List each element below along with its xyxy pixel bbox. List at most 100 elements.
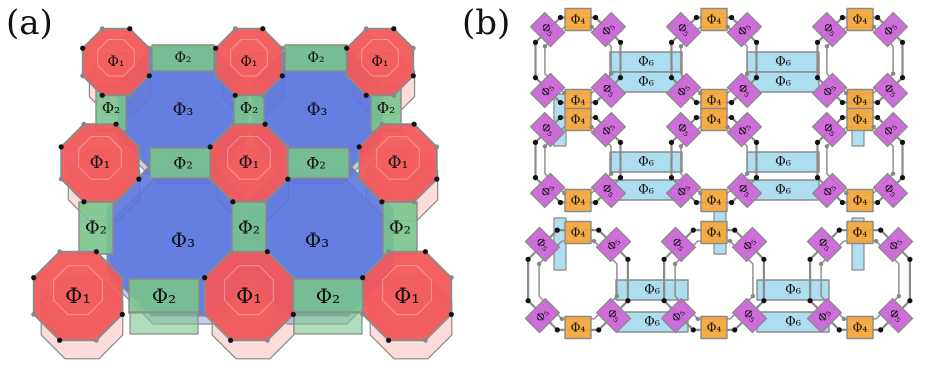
octagon-label: Φ₁ bbox=[394, 284, 420, 308]
vertex bbox=[99, 26, 105, 32]
orange-face bbox=[846, 188, 874, 213]
vertex bbox=[690, 327, 696, 333]
vertex bbox=[873, 238, 879, 244]
magenta-group: Φ₅ bbox=[726, 72, 763, 109]
vertex bbox=[344, 73, 350, 79]
magenta-group: Φ₅ bbox=[811, 172, 848, 209]
vertex bbox=[744, 171, 750, 176]
orange-face bbox=[700, 7, 728, 32]
magenta-face bbox=[529, 172, 566, 209]
vertex bbox=[230, 121, 236, 127]
octagon-inner-edge bbox=[230, 38, 268, 77]
magenta-face bbox=[731, 226, 768, 263]
vertex bbox=[729, 99, 735, 106]
magenta-group: Φ₅ bbox=[806, 226, 843, 263]
orange-face bbox=[564, 107, 592, 132]
vertex bbox=[532, 75, 539, 81]
square-face bbox=[128, 278, 200, 314]
square-label: Φ₂ bbox=[102, 99, 120, 117]
vertex bbox=[836, 327, 842, 333]
vertex bbox=[753, 75, 760, 81]
vertex bbox=[753, 39, 760, 46]
magenta-group: Φ₅ bbox=[529, 72, 566, 109]
magenta-face bbox=[665, 11, 702, 48]
octagon-inner-edge bbox=[382, 265, 432, 316]
blue-label: Φ₆ bbox=[638, 155, 654, 170]
vertex bbox=[617, 175, 624, 181]
magenta-group: Φ₅ bbox=[529, 111, 566, 148]
vertex bbox=[411, 121, 417, 127]
vertex bbox=[836, 227, 842, 233]
vertex bbox=[448, 275, 454, 280]
magenta-face bbox=[877, 226, 914, 263]
vertex bbox=[360, 312, 366, 317]
magenta-group: Φ₅ bbox=[590, 72, 627, 109]
vertex bbox=[557, 99, 564, 106]
large-octagon-label: Φ₃ bbox=[307, 100, 328, 120]
magenta-face bbox=[595, 226, 632, 263]
orange-label: Φ₄ bbox=[853, 93, 868, 107]
orange-label: Φ₄ bbox=[707, 113, 722, 127]
vertex bbox=[146, 45, 152, 51]
octagon-label: Φ₁ bbox=[371, 54, 388, 70]
vertex bbox=[264, 249, 270, 255]
vertex bbox=[907, 256, 913, 262]
blue-label: Φ₆ bbox=[638, 183, 654, 198]
vertex bbox=[591, 238, 597, 244]
square-label: Φ₂ bbox=[174, 50, 191, 66]
square-label: Φ₂ bbox=[240, 99, 258, 117]
orange-face bbox=[564, 315, 592, 340]
blue-label: Φ₆ bbox=[775, 75, 791, 90]
blue-label: Φ₆ bbox=[785, 315, 801, 330]
vertex bbox=[391, 92, 397, 98]
vertex bbox=[732, 227, 738, 233]
orange-label: Φ₄ bbox=[707, 193, 722, 207]
square-face-back bbox=[129, 311, 199, 335]
magenta-face bbox=[590, 111, 627, 148]
vertex bbox=[617, 75, 624, 81]
blue-label: Φ₆ bbox=[785, 283, 801, 298]
magenta-face bbox=[806, 297, 843, 334]
magenta-face bbox=[811, 111, 848, 148]
vertex bbox=[136, 144, 142, 150]
vertex bbox=[207, 176, 213, 182]
vertex bbox=[614, 293, 620, 299]
vertex bbox=[113, 121, 119, 127]
vertex bbox=[693, 99, 700, 106]
orange-label: Φ₄ bbox=[571, 321, 586, 335]
vertex bbox=[698, 190, 703, 196]
vertex bbox=[875, 114, 881, 121]
vertex bbox=[423, 337, 428, 343]
vertex bbox=[379, 199, 385, 205]
magenta-group: Φ₅ bbox=[811, 11, 848, 48]
vertex bbox=[532, 39, 539, 46]
blue-label: Φ₆ bbox=[775, 183, 791, 198]
vertex bbox=[554, 227, 560, 233]
magenta-group: Φ₅ bbox=[660, 297, 697, 334]
vertex bbox=[525, 298, 531, 304]
vertex bbox=[729, 199, 735, 206]
vertex bbox=[814, 39, 821, 46]
vertex bbox=[391, 26, 397, 32]
octagon-label: Φ₁ bbox=[90, 153, 111, 173]
magenta-group: Φ₅ bbox=[877, 297, 914, 334]
vertex bbox=[360, 275, 366, 281]
vertex bbox=[727, 238, 733, 244]
magenta-face bbox=[811, 11, 848, 48]
vertex bbox=[668, 39, 675, 46]
vertex bbox=[557, 14, 564, 21]
vertex bbox=[839, 199, 846, 206]
blue-label: Φ₆ bbox=[638, 75, 654, 90]
magenta-group: Φ₅ bbox=[872, 172, 909, 209]
vertex bbox=[542, 144, 548, 149]
orange-label: Φ₄ bbox=[571, 193, 586, 207]
vertex bbox=[262, 121, 268, 127]
square-label: Φ₂ bbox=[85, 218, 107, 239]
vertex bbox=[228, 337, 234, 343]
vertex bbox=[744, 71, 750, 76]
magenta-group: Φ₅ bbox=[731, 226, 768, 263]
octagon-inner-edge bbox=[97, 38, 135, 77]
vertex bbox=[344, 45, 350, 51]
orange-face bbox=[846, 7, 874, 32]
